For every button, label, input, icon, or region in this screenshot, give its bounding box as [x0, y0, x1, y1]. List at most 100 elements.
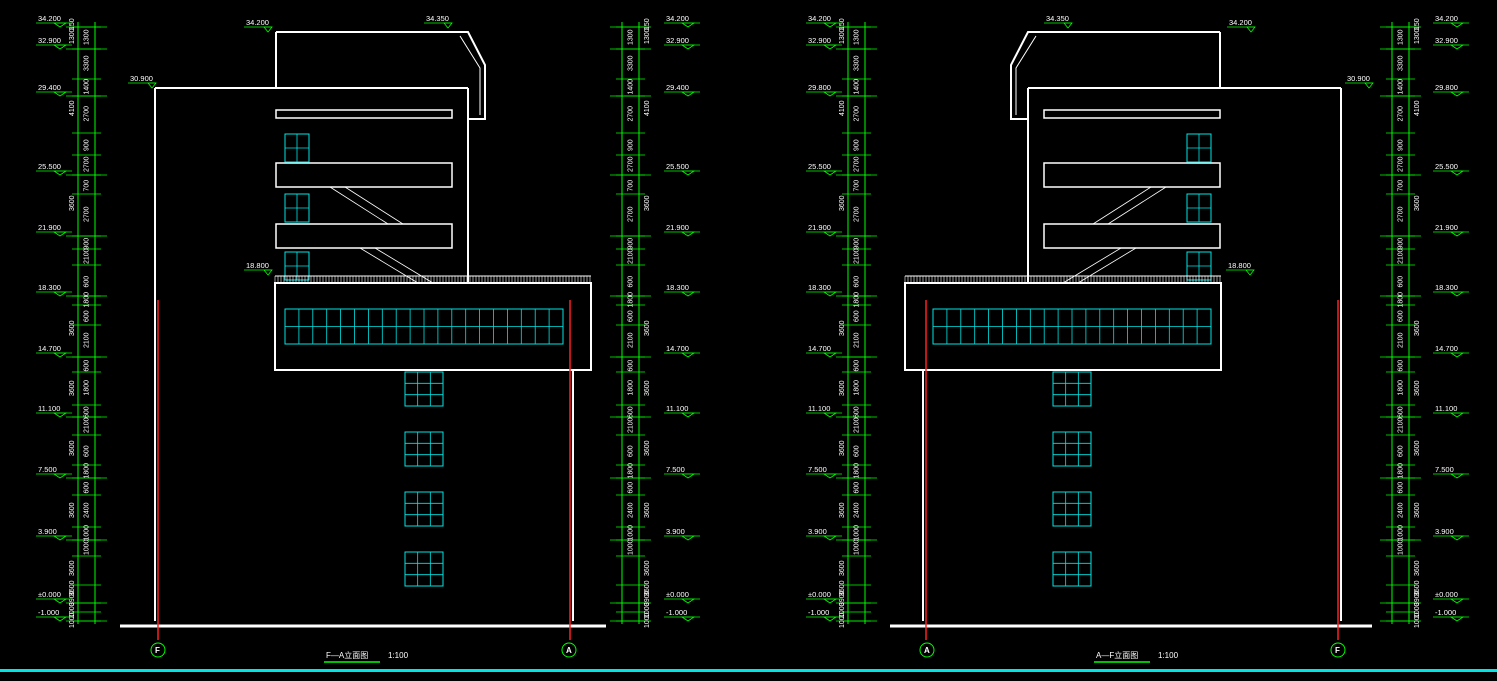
dimension-segment-label: 2100	[854, 417, 861, 433]
dimension-group-label: 1300	[1414, 28, 1421, 44]
facade-window	[404, 551, 444, 587]
roof-elevation-tag: 34.200	[1227, 18, 1256, 33]
dimension-segment-label: 600	[854, 406, 861, 418]
dimension-segment-label: 600	[628, 360, 635, 372]
dimension-segment-label: 2100	[84, 417, 91, 433]
view-scale-text: 1:100	[1158, 651, 1179, 660]
dimension-segment-label: 2700	[628, 156, 635, 172]
axis-mark-label: F	[155, 646, 160, 655]
elevation-marker: 3.900	[664, 527, 700, 541]
elevation-label: 18.300	[666, 283, 689, 292]
dimension-segment-label: 1800	[1398, 463, 1405, 479]
dimension-segment-label: 600	[84, 310, 91, 322]
dimension-group-label: 3600	[69, 440, 76, 456]
axis-mark-label: F	[1335, 646, 1340, 655]
elevation-label: 18.300	[1435, 283, 1458, 292]
window-frame	[404, 551, 444, 587]
facade-window	[1052, 371, 1092, 407]
dimension-segment-label: 600	[628, 276, 635, 288]
dimension-group-label: 3600	[644, 320, 651, 336]
elevation-marker: 32.900	[36, 36, 72, 50]
railing	[904, 275, 1221, 283]
dimension-segment-label: 600	[1398, 445, 1405, 457]
dimension-segment-label: 2700	[854, 156, 861, 172]
dimension-segment-label: 600	[854, 482, 861, 494]
elevation-label: 7.500	[808, 465, 827, 474]
dimension-group-label: 3900	[1414, 590, 1421, 606]
elevation-label: 3.900	[666, 527, 685, 536]
dimension-group-label: 1000	[69, 612, 76, 628]
elevation-marker: 18.300	[664, 283, 700, 297]
dimension-group-label: 3600	[644, 580, 651, 596]
elevation-marker: -1.000	[1433, 608, 1469, 622]
elevation-marker: 25.500	[806, 162, 842, 176]
slab-top	[1043, 109, 1221, 119]
dimension-segment-label: 600	[1398, 276, 1405, 288]
stair-diagonal	[359, 247, 419, 284]
balcony-slab-upper	[1043, 162, 1221, 188]
stair-diagonal	[329, 186, 389, 225]
elevation-label: -1.000	[808, 608, 829, 617]
dimension-segment-label: 2100	[628, 417, 635, 433]
dimension-segment-label: 900	[854, 139, 861, 151]
elevation-marker: -1.000	[664, 608, 700, 622]
dimension-segment-label: 2100	[1398, 417, 1405, 433]
slab-top	[275, 109, 453, 119]
dimension-segment-label: 1000	[854, 525, 861, 541]
elevation-label: 34.200	[38, 14, 61, 23]
elevation-marker: 7.500	[1433, 465, 1469, 479]
dimension-segment-label: 1000	[1398, 525, 1405, 541]
dimension-group-label: 1300	[839, 28, 846, 44]
elevation-marker: 25.500	[664, 162, 700, 176]
dimension-group-label: 150	[839, 18, 846, 30]
dimension-segment-label: 2700	[1398, 206, 1405, 222]
axis-bubble-circle	[150, 642, 166, 658]
elevation-marker: 18.300	[1433, 283, 1469, 297]
dimension-segment-label: 1000	[84, 525, 91, 541]
dimension-segment-label: 2100	[628, 332, 635, 348]
elevation-label: 25.500	[38, 162, 61, 171]
facade-window	[1052, 431, 1092, 467]
dimension-segment-label: 2700	[84, 206, 91, 222]
elevation-marker: 34.200	[664, 14, 700, 28]
elevation-marker: 29.800	[1433, 83, 1469, 97]
elevation-label: 7.500	[1435, 465, 1454, 474]
dimension-segment-label: 1800	[628, 380, 635, 396]
view-scale-text: 1:100	[388, 651, 409, 660]
elevation-marker: 14.700	[36, 344, 72, 358]
dimension-segment-label: 2700	[84, 156, 91, 172]
elevation-label: 14.700	[38, 344, 61, 353]
dimension-segment-label: 1000	[628, 539, 635, 555]
dimension-segment-label: 2100	[84, 248, 91, 264]
dimension-group-label: 3600	[839, 380, 846, 396]
dimension-group-label: 1000	[1414, 602, 1421, 618]
elevation-marker: 14.700	[806, 344, 842, 358]
dimension-group-label: 3900	[839, 590, 846, 606]
parapet-canopy-outline	[457, 31, 486, 120]
dimension-segment-label: 2700	[84, 106, 91, 122]
dimension-segment-label: 900	[84, 238, 91, 250]
elevation-marker: 21.900	[664, 223, 700, 237]
stair-diagonal	[1092, 186, 1152, 225]
balcony-slab-upper	[275, 162, 453, 188]
dimension-group-label: 3600	[839, 502, 846, 518]
elevation-marker: 11.100	[36, 404, 72, 418]
elevation-marker: -1.000	[806, 608, 842, 622]
elevation-label: ±0.000	[808, 590, 831, 599]
stair-diagonal	[1077, 247, 1137, 284]
dimension-group-label: 3600	[1414, 580, 1421, 596]
elevation-marker: 32.900	[664, 36, 700, 50]
elevation-label: 34.200	[1435, 14, 1458, 23]
parapet-canopy-inner	[1015, 35, 1037, 115]
dimension-segment-label: 2400	[84, 502, 91, 518]
dimension-segment-label: 2400	[1398, 502, 1405, 518]
stair-window	[1186, 133, 1212, 163]
cantilever-volume	[274, 282, 592, 371]
dimension-segment-label: 2100	[84, 332, 91, 348]
dimension-group-label: 3600	[1414, 560, 1421, 576]
dimension-group-label: 3600	[644, 195, 651, 211]
dimension-segment-label: 1800	[1398, 380, 1405, 396]
dimension-segment-label: 2100	[628, 248, 635, 264]
